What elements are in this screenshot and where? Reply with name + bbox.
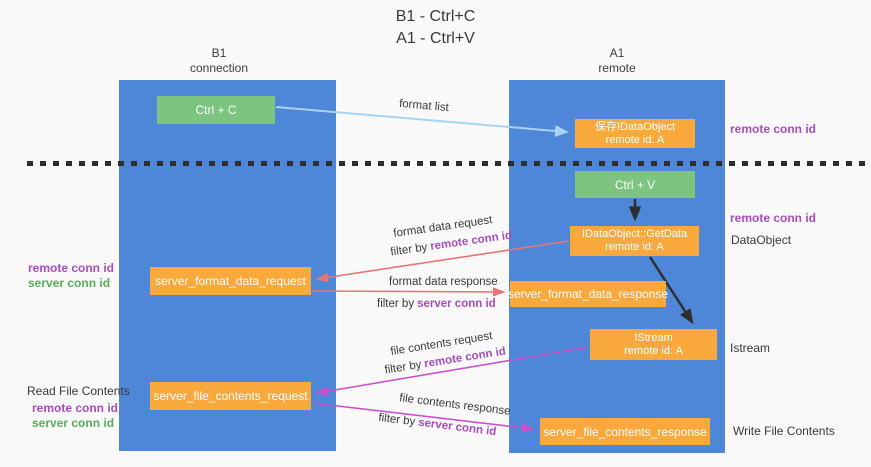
node-getdata-line2: remote id: A <box>605 241 664 253</box>
node-ctrl-c-label: Ctrl + C <box>195 103 237 117</box>
lifeline-a1-name: A1 <box>609 46 625 60</box>
label-istream: Istream <box>730 341 771 355</box>
label-server-conn-id-left-2: server conn id <box>32 416 115 430</box>
node-server-format-data-response: server_format_data_response <box>507 281 669 307</box>
dashed-divider <box>27 161 871 166</box>
label-dataobject: DataObject <box>731 233 792 247</box>
label-file-contents-response: file contents response <box>398 392 512 418</box>
node-istream: IStream remote id: A <box>590 329 717 360</box>
node-file-request-label: server_file_contents_request <box>153 389 308 403</box>
label-format-list: format list <box>398 97 450 115</box>
label-remote-conn-id-left-1: remote conn id <box>28 261 115 275</box>
label-server-conn-id-text: server conn id <box>417 416 497 439</box>
node-save-idataobject-line2: remote id: A <box>605 133 665 146</box>
label-remote-conn-id-left-2: remote conn id <box>32 401 119 415</box>
node-format-response-label: server_format_data_response <box>507 287 669 301</box>
lifeline-header-b1: B1 connection <box>119 46 319 76</box>
node-server-format-data-request: server_format_data_request <box>150 267 311 295</box>
format-data-response-arrow <box>311 287 506 297</box>
diagram-title: B1 - Ctrl+C A1 - Ctrl+V <box>0 6 871 50</box>
lifeline-b1-name: B1 <box>211 46 227 60</box>
label-filter-by-text: filter by <box>377 298 415 310</box>
label-server-conn-id-left-1: server conn id <box>28 276 111 290</box>
lifeline-header-a1: A1 remote <box>509 46 725 76</box>
node-server-file-contents-request: server_file_contents_request <box>150 382 311 410</box>
node-file-response-label: server_file_contents_response <box>543 424 707 439</box>
node-ctrl-v: Ctrl + V <box>575 171 695 198</box>
title-line-1: B1 - Ctrl+C <box>395 8 476 25</box>
label-server-conn-id-text: server conn id <box>417 298 496 310</box>
node-save-idataobject-line1: 保存IDataObject <box>594 120 676 133</box>
node-idataobject-getdata: IDataObject::GetData remote id: A <box>570 226 699 256</box>
label-remote-conn-id-top-right: remote conn id <box>730 122 817 136</box>
label-filter-by-text: filter by <box>383 358 423 377</box>
node-istream-line1: IStream <box>634 331 673 344</box>
node-ctrl-c: Ctrl + C <box>157 96 275 124</box>
label-filter-by-text: filter by <box>389 241 429 259</box>
node-server-file-contents-response: server_file_contents_response <box>540 418 710 445</box>
node-format-request-label: server_format_data_request <box>155 274 306 288</box>
node-istream-line2: remote id: A <box>624 344 683 357</box>
label-remote-conn-id-mid-right: remote conn id <box>730 211 817 225</box>
label-read-file-contents: Read File Contents <box>27 384 130 398</box>
label-write-file-contents: Write File Contents <box>733 424 835 438</box>
node-save-idataobject: 保存IDataObject remote id: A <box>575 119 695 148</box>
title-line-2: A1 - Ctrl+V <box>396 30 475 47</box>
node-ctrl-v-label: Ctrl + V <box>614 177 656 192</box>
node-getdata-line1: IDataObject::GetData <box>581 228 688 240</box>
lifeline-b1-role: connection <box>189 61 249 75</box>
lifeline-a1-role: remote <box>598 61 636 75</box>
label-filter-by-text: filter by <box>377 411 416 429</box>
label-format-data-response: format data response <box>389 276 498 288</box>
